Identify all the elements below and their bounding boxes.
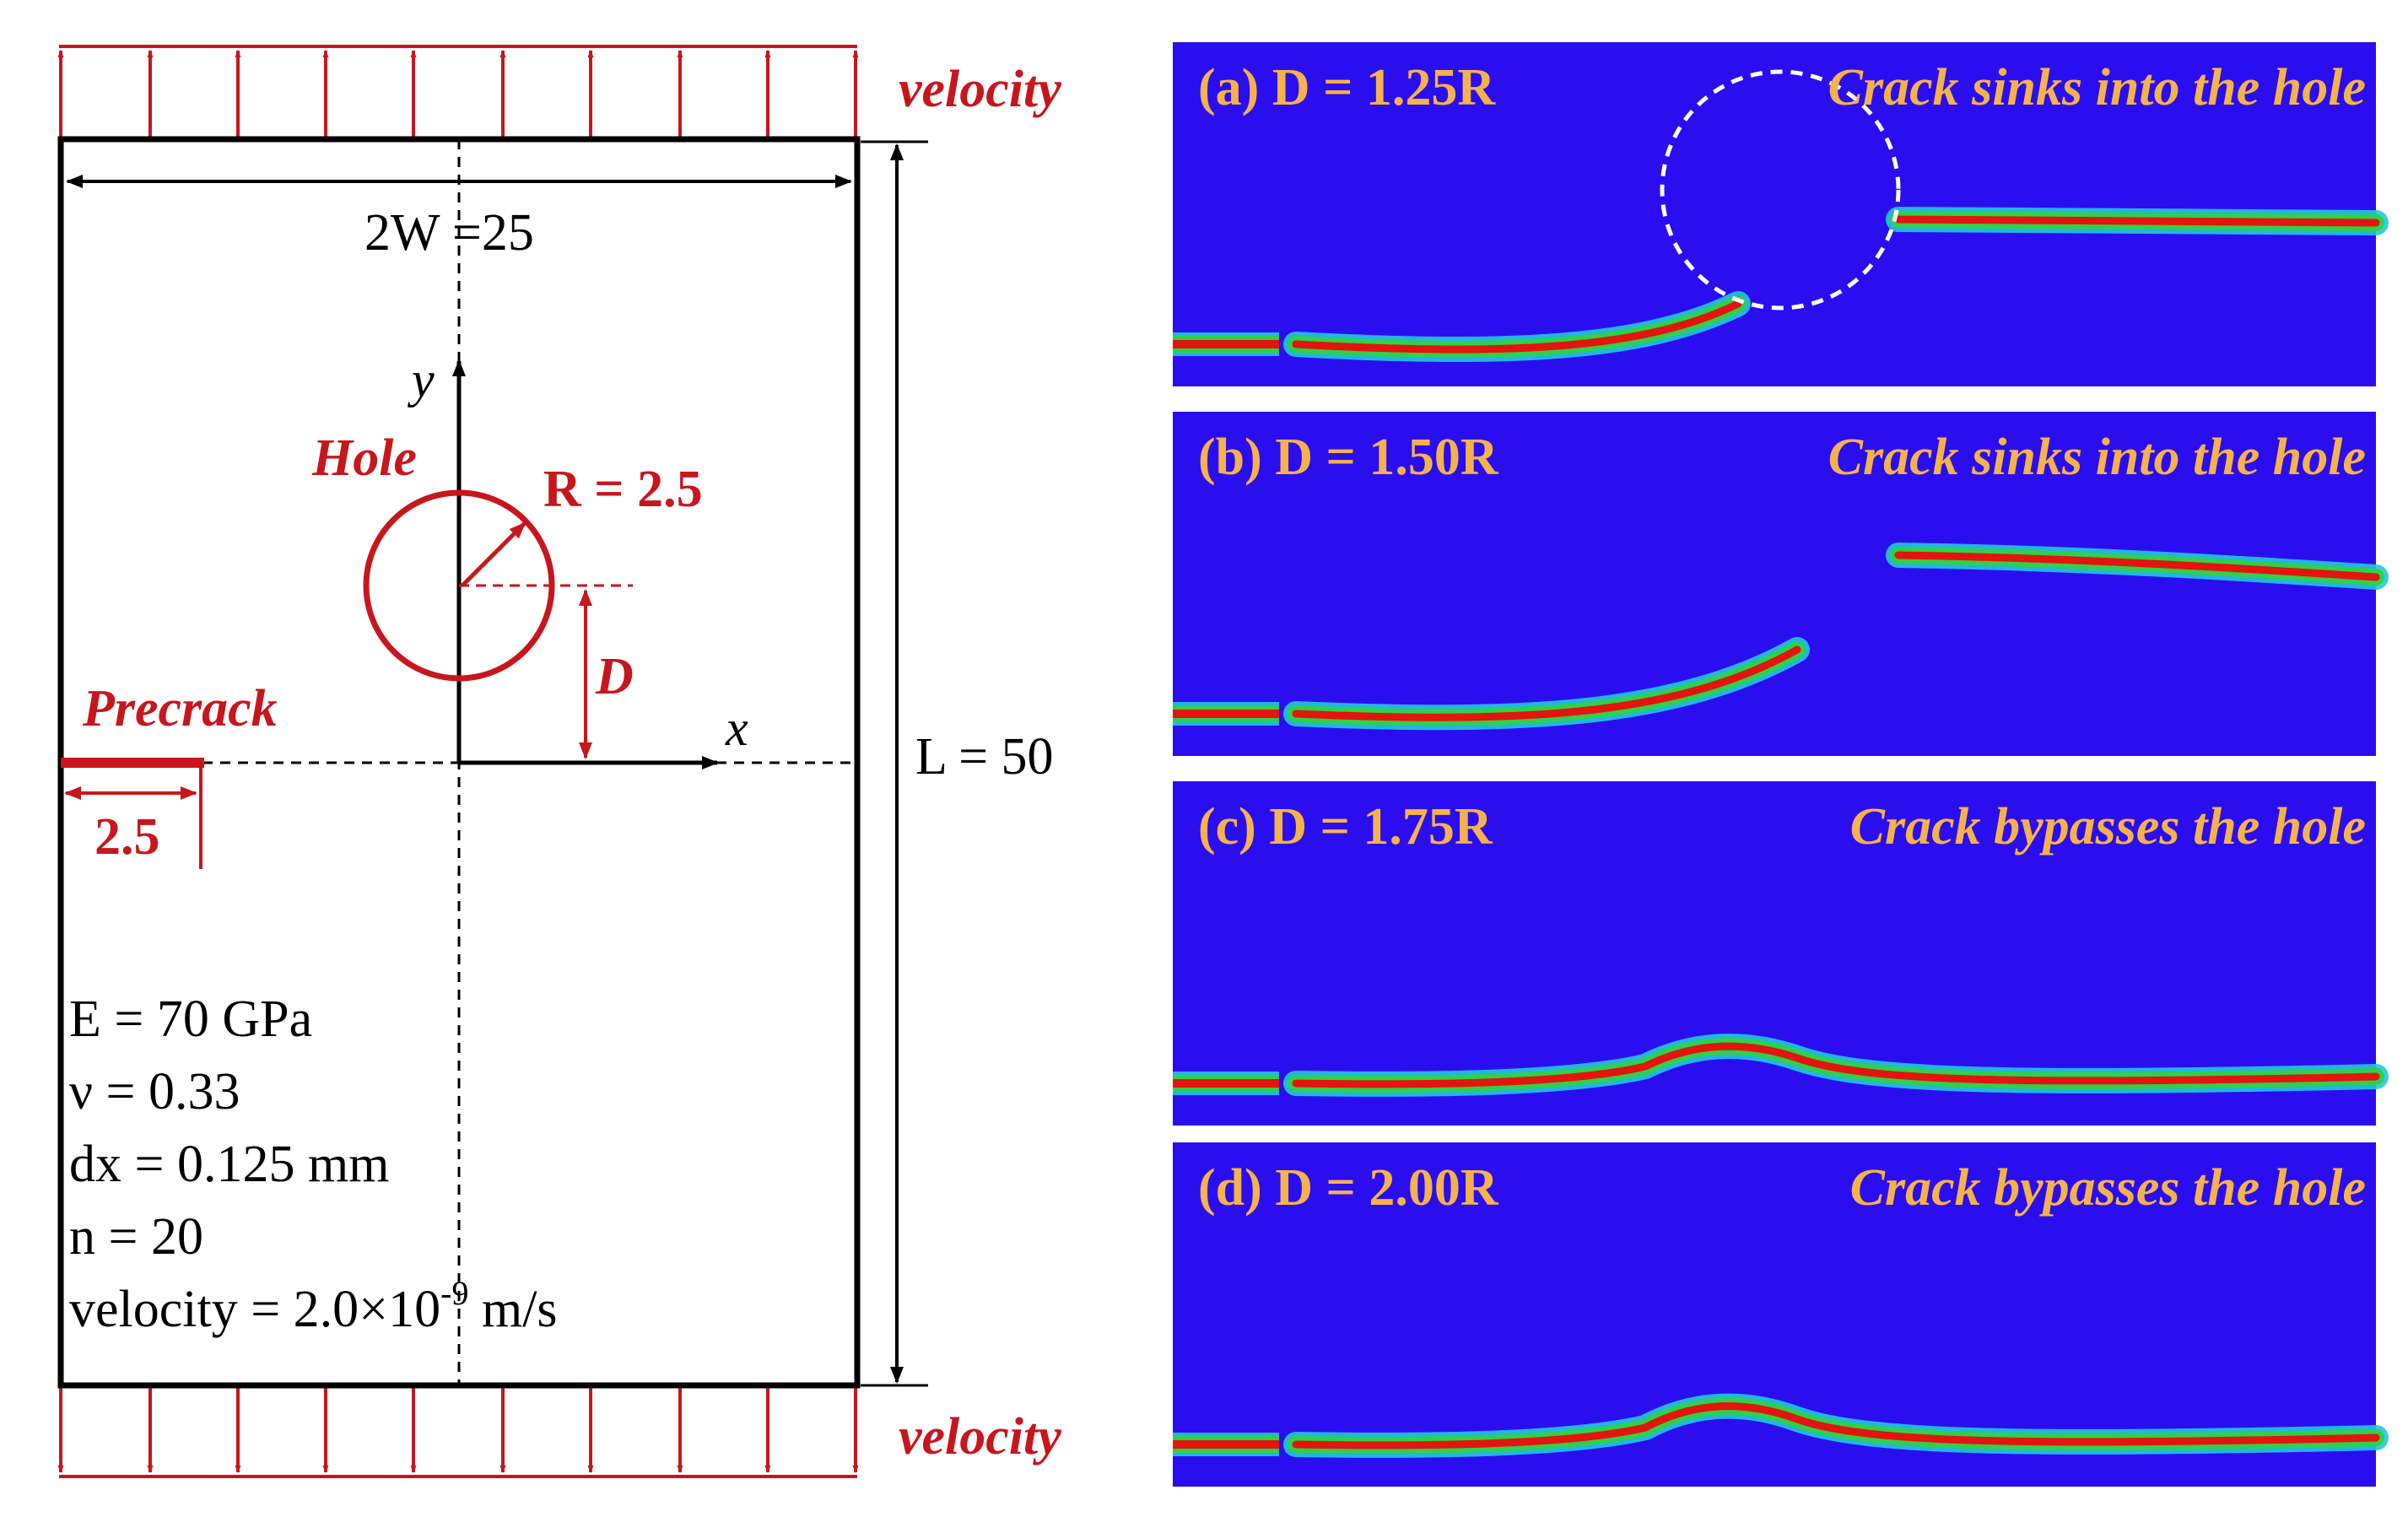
panel-a: (a) D = 1.25R Crack sinks into the hole <box>1173 42 2389 386</box>
bottom-velocity-arrows <box>57 1385 859 1478</box>
panel-case-label: (c) D = 1.75R <box>1198 798 1493 856</box>
panel-outcome-label: Crack sinks into the hole <box>1828 429 2366 486</box>
precrack-label: Precrack <box>82 680 278 737</box>
y-axis-label: y <box>407 352 435 408</box>
panel-outcome-label: Crack sinks into the hole <box>1828 59 2366 116</box>
param-elastic-modulus: E = 70 GPa <box>69 991 312 1048</box>
hole-label: Hole <box>311 429 417 487</box>
crack-path-lower <box>1283 637 1810 731</box>
crack-path-bypass <box>1283 1034 2389 1097</box>
panel-outcome-label: Crack bypasses the hole <box>1850 1159 2366 1217</box>
radius-arrow <box>461 521 526 587</box>
width-label: 2W =25 <box>364 204 534 262</box>
panel-case-label: (b) D = 1.50R <box>1198 429 1499 486</box>
param-velocity-base: velocity = 2.0×10 <box>69 1281 440 1338</box>
panel-case-label: (a) D = 1.25R <box>1198 59 1496 116</box>
crack-path-bypass <box>1283 1393 2389 1458</box>
param-n: n = 20 <box>69 1208 203 1266</box>
velocity-top-label: velocity <box>899 61 1061 118</box>
length-label: L = 50 <box>915 728 1054 785</box>
param-grid-spacing: dx = 0.125 mm <box>69 1136 389 1193</box>
x-axis-label: x <box>725 700 748 756</box>
panel-case-label: (d) D = 2.00R <box>1198 1159 1499 1217</box>
precrack-stub <box>1173 702 1279 726</box>
crack-path-upper <box>1886 543 2389 590</box>
panel-b: (b) D = 1.50R Crack sinks into the hole <box>1173 412 2389 756</box>
panel-background <box>1173 412 2376 756</box>
precrack-stub <box>1173 1072 1279 1095</box>
panel-c: (c) D = 1.75R Crack bypasses the hole <box>1173 781 2389 1126</box>
crack-path-lower <box>1283 291 1751 363</box>
panel-outcome-label: Crack bypasses the hole <box>1850 798 2366 856</box>
material-parameters: E = 70 GPa ν = 0.33 dx = 0.125 mm n = 20… <box>69 991 558 1338</box>
schematic: velocity velocity 2W =25 L = 50 y x Hole… <box>57 45 1061 1478</box>
param-velocity-unit: m/s <box>468 1281 557 1338</box>
param-velocity-exponent: -9 <box>440 1274 468 1312</box>
hole-outline-dashed <box>1660 69 1901 310</box>
param-poisson-ratio: ν = 0.33 <box>69 1063 240 1120</box>
precrack-stub <box>1173 1433 1279 1456</box>
precrack-stub <box>1173 332 1279 356</box>
top-velocity-arrows <box>57 45 859 139</box>
velocity-bottom-label: velocity <box>899 1408 1061 1466</box>
param-velocity: velocity = 2.0×10-9 m/s <box>69 1274 558 1338</box>
precrack-length-label: 2.5 <box>94 808 160 866</box>
panel-d: (d) D = 2.00R Crack bypasses the hole <box>1173 1142 2389 1487</box>
offset-label: D <box>595 648 634 705</box>
radius-label: R = 2.5 <box>543 461 703 518</box>
crack-path-upper <box>1886 207 2389 235</box>
